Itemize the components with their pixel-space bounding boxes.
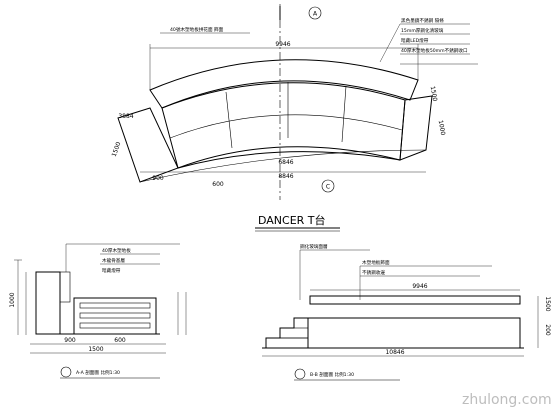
- sec-right-label-bubble: [294, 368, 306, 380]
- sec-left-column: [35, 271, 61, 335]
- stage-lower-rim: [177, 151, 401, 169]
- dim-bottom-width: 6846: [278, 159, 293, 166]
- dim-right-depth: 1000: [437, 120, 447, 136]
- stage-front-edge: [139, 149, 427, 183]
- sec-left-note-3: 暗藏燈帶: [102, 267, 121, 274]
- marker-c-bubble: [321, 179, 335, 193]
- sec-right-note-1: 鋼化玻璃面層: [300, 243, 328, 250]
- marker-c-label: C: [326, 184, 330, 191]
- sec-right-note-2: 木塑地板飾面: [362, 259, 390, 266]
- sec-right-note-3: 不銹鋼收邊: [362, 269, 385, 276]
- plan-note-1: 40號木塑地板拼花面 飾面: [170, 26, 224, 33]
- sec-right-dim-bottom: 10846: [385, 349, 404, 356]
- glass-divider-1: [225, 91, 233, 149]
- plan-note-3: 15mm厚鋼化清玻璃: [401, 27, 444, 34]
- plan-title: DANCER T台: [258, 213, 326, 227]
- sec-left-cap: [59, 271, 71, 303]
- dim-bottom-width-2: 8846: [278, 173, 293, 180]
- sec-left-note-2: 木龍骨基層: [102, 257, 125, 264]
- watermark: zhulong.com: [462, 392, 552, 408]
- sec-right-top-strip: [309, 295, 521, 305]
- plan-note-5: 40厚木塑地板50mm不銹鋼收口: [401, 47, 468, 54]
- sec-left-step-2: [79, 312, 151, 319]
- sec-right-step-fill-2: [279, 327, 309, 339]
- section-left: 40厚木塑地板 木龍骨基層 暗藏燈帶 900 600 1500 1000 A-A…: [9, 243, 187, 379]
- sec-left-step-1: [79, 302, 151, 309]
- sec-right-steps: [265, 317, 308, 348]
- sec-right-dim-v2: 200: [544, 324, 551, 336]
- note-leader-1b: [379, 23, 401, 63]
- glass-mid-rib: [169, 114, 403, 139]
- axis-bubble-top: [308, 6, 322, 20]
- sec-left-steps: [73, 297, 157, 335]
- sec-right-dim-top: 9946: [412, 283, 427, 290]
- plan-note-4: 暗藏LED燈帶: [401, 37, 429, 44]
- stage-top-band: [149, 59, 419, 109]
- sec-right-body: [307, 317, 521, 349]
- sec-left-note-1: 40厚木塑地板: [102, 247, 131, 254]
- dim-left-depth: 1500: [111, 141, 123, 158]
- plan-note-2: 黑色墨鏡不銹鋼 隔條: [401, 17, 444, 24]
- sec-right-step-fill-1: [265, 337, 309, 349]
- sec-left-dim-1: 900: [64, 337, 76, 344]
- sec-left-step-3: [79, 322, 151, 329]
- plan-view: A 9946 6846 8846 900 600 3884 1500 1500: [111, 4, 478, 232]
- dim-bottom-left: 900: [152, 175, 164, 182]
- sec-left-dim-2: 600: [114, 337, 126, 344]
- dim-left-small: 3884: [118, 113, 133, 120]
- sec-right-label: B-B 剖面圖 比例1:30: [310, 371, 354, 378]
- axis-label-top: A: [313, 11, 318, 18]
- dim-bottom-right: 600: [212, 181, 224, 188]
- sec-left-dim-3: 1500: [88, 346, 103, 353]
- dim-top-width: 9946: [275, 41, 290, 48]
- dim-right-small: 1500: [429, 86, 439, 102]
- sec-right-dim-v1: 1500: [544, 296, 551, 311]
- section-right: 鋼化玻璃面層 木塑地板飾面 不銹鋼收邊 9946 10846 1500 200 …: [262, 243, 551, 381]
- sec-left-label-bubble: [60, 366, 72, 378]
- sec-left-label: A-A 剖面圖 比例1:30: [76, 369, 120, 376]
- sec-left-dim-4: 1000: [9, 292, 16, 307]
- glass-divider-3: [341, 85, 347, 143]
